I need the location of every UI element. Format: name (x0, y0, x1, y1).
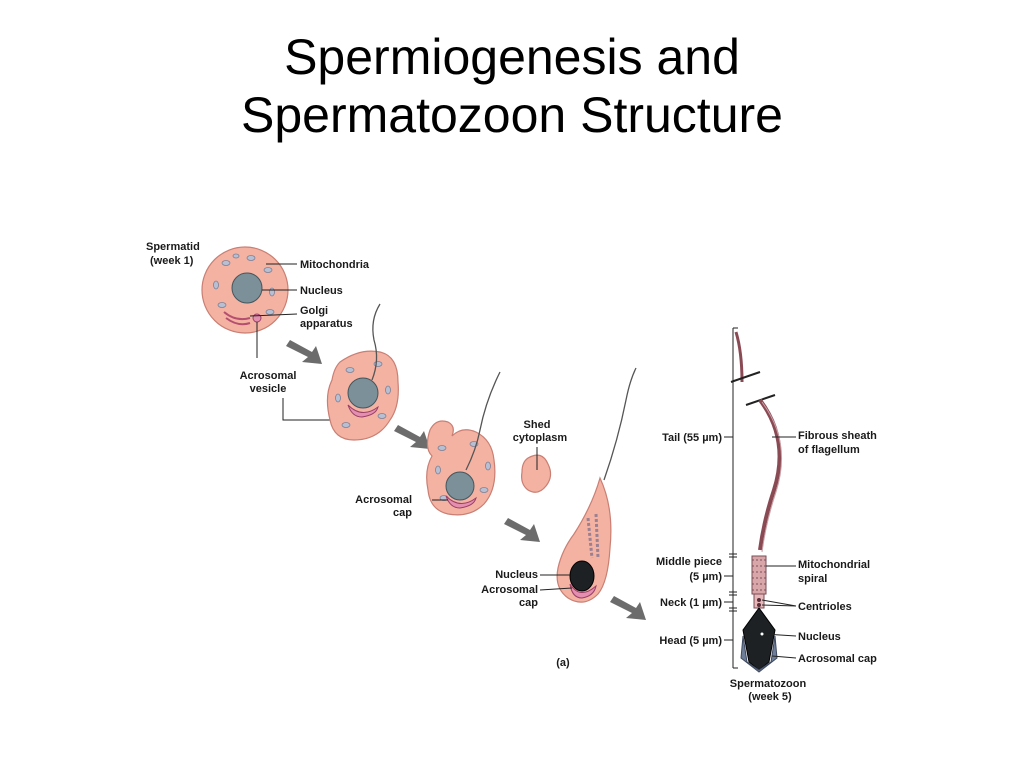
head-label: Head (5 µm) (659, 635, 722, 647)
acrosomal-cap-label: Acrosomal (355, 494, 412, 506)
slide-title: Spermiogenesis and Spermatozoon Structur… (0, 28, 1024, 144)
middle-piece-size-label: (5 µm) (689, 571, 722, 583)
progression-arrow (504, 518, 540, 542)
late-acrosomal-cap-label: Acrosomal (481, 584, 538, 596)
acrosomal-vesicle-label-2: vesicle (250, 383, 287, 395)
head-acrosomal-cap-label: Acrosomal cap (798, 653, 877, 665)
middle-piece-label: Middle piece (656, 556, 722, 568)
tail-label: Tail (55 µm) (662, 432, 722, 444)
nucleus-label: Nucleus (300, 285, 343, 297)
neck-label: Neck (1 µm) (660, 597, 722, 609)
centrioles-label: Centrioles (798, 601, 852, 613)
golgi-label: Golgi (300, 305, 328, 317)
late-nucleus-label: Nucleus (495, 569, 538, 581)
spermatozoon-week-label: (week 5) (748, 691, 792, 703)
stage-3-cell (426, 371, 501, 516)
stage-2-cell (326, 303, 399, 441)
acrosomal-vesicle-label: Acrosomal (240, 370, 297, 382)
mitochondria-label: Mitochondria (300, 259, 370, 271)
acrosomal-cap-label-2: cap (393, 507, 412, 519)
late-acrosomal-cap-label-2: cap (519, 597, 538, 609)
progression-arrow (286, 340, 322, 364)
shed-cytoplasm-label: Shed (524, 419, 551, 431)
mitochondrial-spiral-label-2: spiral (798, 573, 827, 585)
panel-label: (a) (556, 657, 570, 669)
title-line-1: Spermiogenesis and (284, 29, 740, 85)
spermatid-week-label: (week 1) (150, 255, 194, 267)
head-nucleus-label: Nucleus (798, 631, 841, 643)
spermatid-label: Spermatid (146, 241, 200, 253)
mitochondrial-spiral-label: Mitochondrial (798, 559, 870, 571)
progression-arrow (610, 596, 646, 620)
spermatozoon (729, 327, 782, 673)
golgi-label-2: apparatus (300, 318, 353, 330)
fibrous-sheath-label-2: of flagellum (798, 444, 860, 456)
stage-4-cell (556, 367, 637, 603)
progression-arrow (394, 425, 430, 449)
shed-cytoplasm-label-2: cytoplasm (513, 432, 568, 444)
title-line-2: Spermatozoon Structure (241, 87, 783, 143)
shed-cytoplasm (521, 454, 552, 493)
fibrous-sheath-label: Fibrous sheath (798, 430, 877, 442)
spermatozoon-label: Spermatozoon (730, 678, 807, 690)
